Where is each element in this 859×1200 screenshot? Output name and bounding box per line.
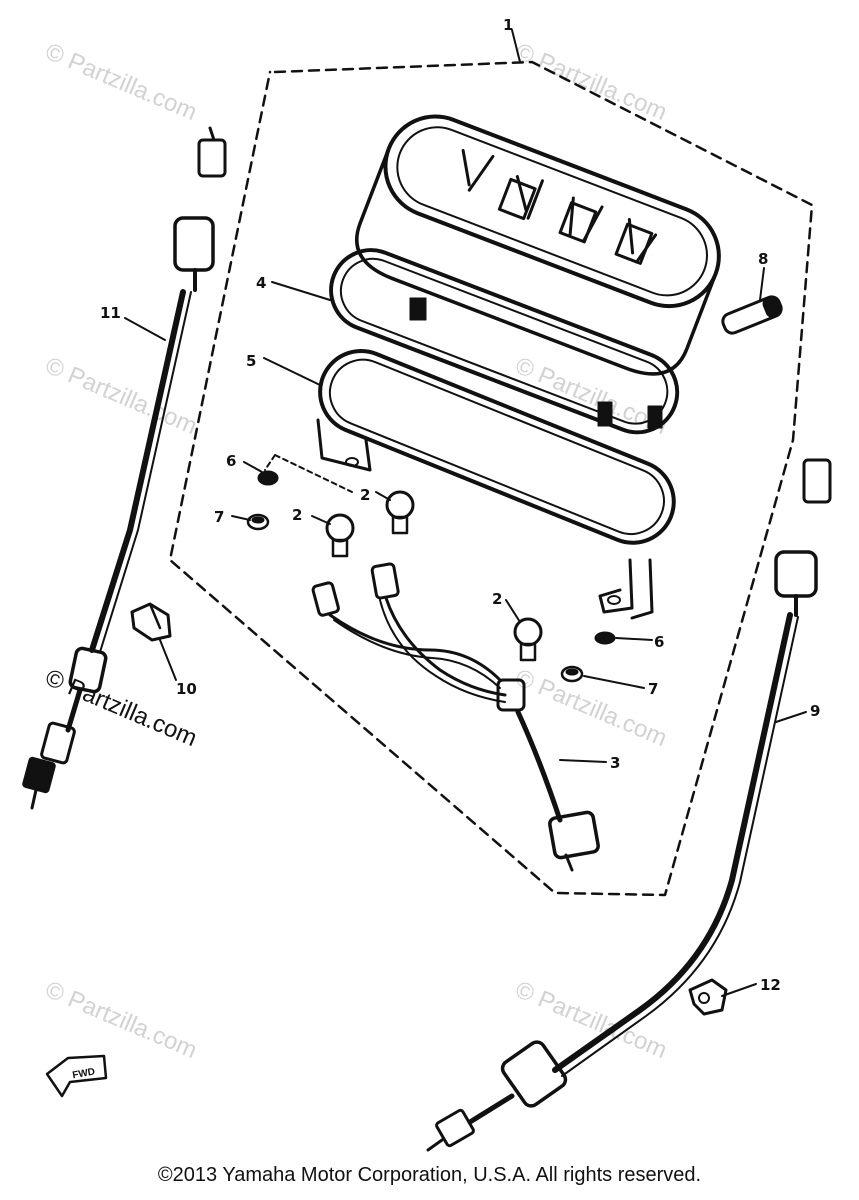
cable-clamp-10 — [130, 602, 172, 642]
callout-7: 7 — [214, 508, 224, 526]
forward-arrow — [45, 1054, 108, 1098]
callout-2: 2 — [492, 590, 502, 608]
callout-11: 11 — [100, 304, 121, 322]
copyright-notice: ©2013 Yamaha Motor Corporation, U.S.A. A… — [157, 1164, 702, 1186]
bulb — [385, 490, 415, 535]
gasket — [329, 248, 680, 435]
speedometer-cable-right — [426, 458, 832, 1152]
callout-6: 6 — [654, 633, 664, 651]
speedometer-cable-left — [22, 126, 227, 810]
nut — [560, 665, 584, 683]
callout-6: 6 — [226, 452, 236, 470]
nut — [246, 513, 270, 531]
bulb — [513, 617, 543, 662]
callout-8: 8 — [758, 250, 768, 268]
callout-9: 9 — [810, 702, 820, 720]
callout-5: 5 — [246, 352, 256, 370]
trip-knob — [721, 295, 783, 335]
bulb — [325, 513, 355, 558]
meter-housing — [355, 114, 721, 376]
washer — [257, 470, 279, 486]
washer — [594, 631, 616, 645]
meter-bracket — [316, 348, 676, 620]
callout-1: 1 — [503, 16, 513, 34]
forward-label: FWD — [72, 1066, 96, 1081]
callout-4: 4 — [256, 274, 266, 292]
callout-10: 10 — [176, 680, 197, 698]
wire-harness — [311, 562, 600, 872]
callout-12: 12 — [760, 976, 781, 994]
callout-3: 3 — [610, 754, 620, 772]
cable-clamp-12 — [688, 978, 728, 1016]
callout-2: 2 — [292, 506, 302, 524]
assembly-boundary — [168, 60, 814, 897]
callout-7: 7 — [648, 680, 658, 698]
callout-2: 2 — [360, 486, 370, 504]
